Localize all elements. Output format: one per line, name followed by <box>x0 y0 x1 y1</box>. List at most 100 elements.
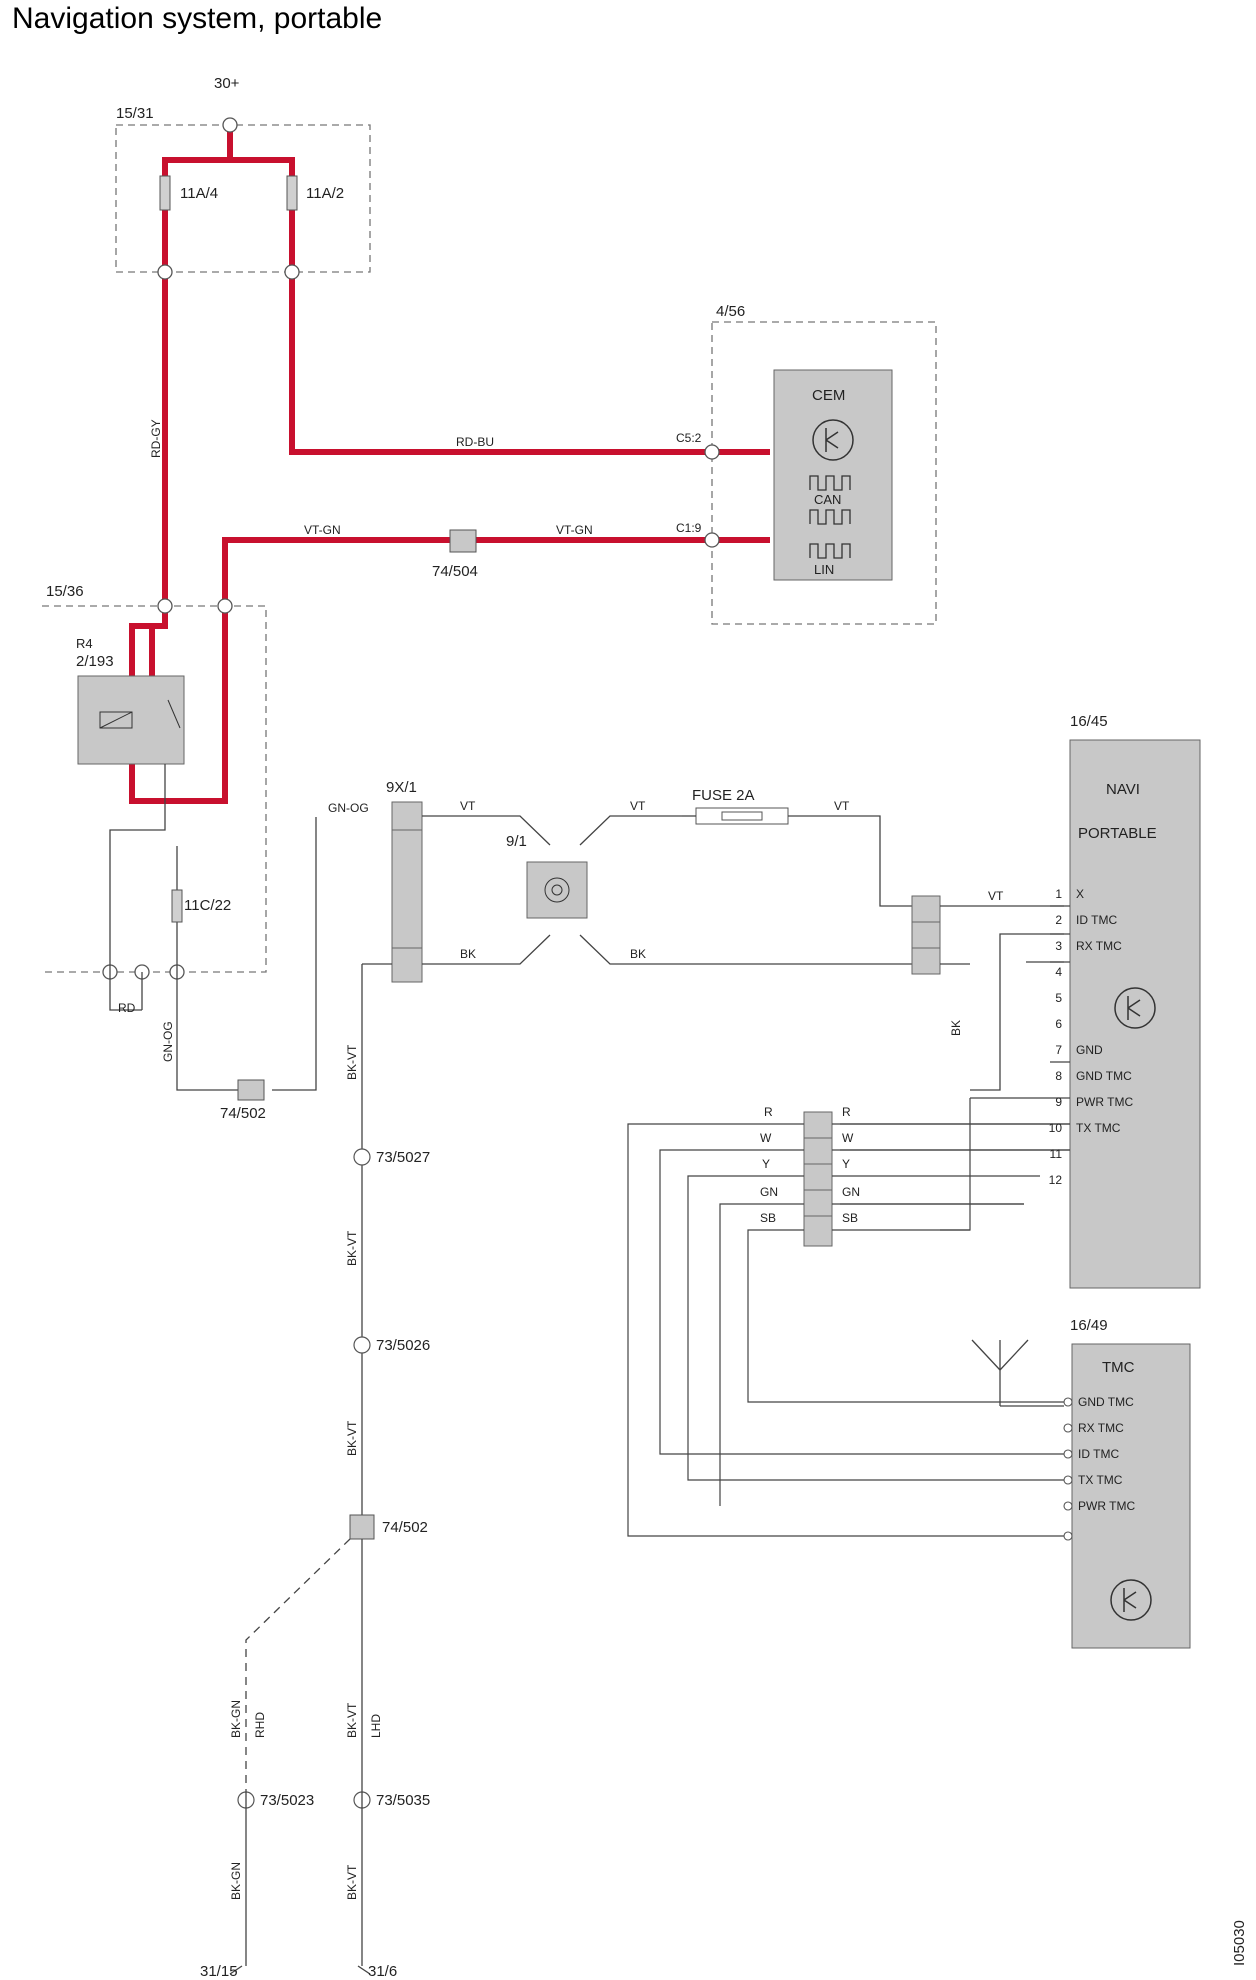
tmc-pin-label: ID TMC <box>1078 1447 1119 1461</box>
connector-9x1 <box>391 801 423 983</box>
wire-y-l: Y <box>762 1157 770 1171</box>
tmc-pin-label: TX TMC <box>1078 1473 1123 1487</box>
page-title: Navigation system, portable <box>12 2 383 35</box>
label-30plus: 30+ <box>214 75 240 92</box>
document-id: I05030 <box>1231 1920 1248 1966</box>
wire-bk-3: BK <box>949 1020 963 1036</box>
navi-pin-number: 2 <box>1055 913 1062 927</box>
fuse-11c22 <box>171 889 183 923</box>
label-74-502a: 74/502 <box>220 1105 266 1122</box>
label-navi: NAVI <box>1106 781 1140 798</box>
label-can: CAN <box>814 492 841 507</box>
label-fuse-2a: FUSE 2A <box>692 787 755 804</box>
wire-rd: RD <box>118 1001 136 1015</box>
wire-bk-vt-1: BK-VT <box>345 1044 359 1080</box>
wire-w-l: W <box>760 1131 772 1145</box>
wire-vt-gn-2: VT-GN <box>556 523 593 537</box>
navi-pin-label: GND TMC <box>1076 1069 1132 1083</box>
label-tmc: TMC <box>1102 1359 1135 1376</box>
junction-30plus <box>222 117 238 133</box>
connector-5pin <box>803 1111 833 1247</box>
navi-pin-number: 6 <box>1055 1017 1062 1031</box>
label-15-36: 15/36 <box>46 583 84 600</box>
wire-bk-vt-2: BK-VT <box>345 1230 359 1266</box>
label-15-31: 15/31 <box>116 105 154 122</box>
cem-module <box>773 369 893 581</box>
label-74-502b: 74/502 <box>382 1519 428 1536</box>
cem-box-border <box>711 321 937 625</box>
ground-icon <box>353 1336 371 1354</box>
fuse-bus-wire <box>162 157 295 272</box>
fuse-2a <box>695 807 789 825</box>
wire-rd-bu: RD-BU <box>456 435 494 449</box>
lin-signal-icon <box>809 543 851 559</box>
wire-sb-r: SB <box>842 1211 858 1225</box>
wire-bk-vt-5: BK-VT <box>345 1864 359 1900</box>
navi-pin-label: X <box>1076 887 1084 901</box>
wire-sb-l: SB <box>760 1211 776 1225</box>
navi-pin-number: 12 <box>1049 1173 1063 1187</box>
transistor-icon <box>1114 987 1156 1029</box>
label-73-5023: 73/5023 <box>260 1792 314 1809</box>
label-cem-pin-2: C1:9 <box>676 521 702 535</box>
label-16-49: 16/49 <box>1070 1317 1108 1334</box>
label-11c22: 11C/22 <box>184 897 231 914</box>
tmc-pin-label: RX TMC <box>1078 1421 1124 1435</box>
fuse-11a4 <box>159 175 171 211</box>
label-2-193: 2/193 <box>76 653 114 670</box>
wire-bk-vt-4: BK-VT <box>345 1702 359 1738</box>
wire-lhd: LHD <box>369 1714 383 1738</box>
rd-bu-wire <box>289 272 770 455</box>
wire-vt-4: VT <box>988 889 1004 903</box>
navi-portable-module <box>1069 739 1201 1289</box>
wire-bk-gn-2: BK-GN <box>229 1862 243 1900</box>
wire-gn-og-2: GN-OG <box>161 1021 175 1062</box>
label-74-504: 74/504 <box>432 563 478 580</box>
navi-pin-label: ID TMC <box>1076 913 1117 927</box>
transistor-icon <box>812 419 854 461</box>
connector-74-504 <box>449 529 477 553</box>
wire-rd-gy: RD-GY <box>149 419 163 458</box>
relay-box-border <box>42 605 267 973</box>
wire-bk-1: BK <box>460 947 476 961</box>
label-r4: R4 <box>76 636 93 651</box>
navi-pin-label: PWR TMC <box>1076 1095 1133 1109</box>
ground-icon <box>353 1148 371 1166</box>
wire-bk-gn-1: BK-GN <box>229 1700 243 1738</box>
navi-pin-number: 11 <box>1050 1147 1063 1161</box>
wire-gn-og-1: GN-OG <box>328 801 369 815</box>
navi-pin-number: 10 <box>1049 1121 1063 1135</box>
navi-pin-number: 9 <box>1055 1095 1062 1109</box>
antenna-icon <box>971 1339 1064 1407</box>
wire-rhd: RHD <box>253 1712 267 1738</box>
label-11a4: 11A/4 <box>180 185 218 202</box>
connector-3pin <box>911 895 941 975</box>
label-9x1: 9X/1 <box>386 779 417 796</box>
fuse-11a2 <box>286 175 298 211</box>
label-11a2: 11A/2 <box>306 185 344 202</box>
wire-vt-2: VT <box>630 799 646 813</box>
label-cem: CEM <box>812 387 845 404</box>
tmc-module <box>1071 1343 1191 1649</box>
label-16-45: 16/45 <box>1070 713 1108 730</box>
navi-pin-label: TX TMC <box>1076 1121 1121 1135</box>
wire-vt-3: VT <box>834 799 850 813</box>
wire-w-r: W <box>842 1131 854 1145</box>
wire-bk-vt-3: BK-VT <box>345 1420 359 1456</box>
label-31-15: 31/15 <box>200 1963 238 1980</box>
label-73-5035: 73/5035 <box>376 1792 430 1809</box>
label-73-5026: 73/5026 <box>376 1337 430 1354</box>
navi-pin-number: 1 <box>1055 887 1062 901</box>
label-73-5027: 73/5027 <box>376 1149 430 1166</box>
label-lin: LIN <box>814 562 834 577</box>
coax-9-1 <box>526 861 588 919</box>
wire-gn-l: GN <box>760 1185 778 1199</box>
tmc-pin-label: PWR TMC <box>1078 1499 1135 1513</box>
fuse-box-main-border <box>115 124 371 273</box>
wire-vt-gn-1: VT-GN <box>304 523 341 537</box>
navi-pin-label: GND <box>1076 1043 1103 1057</box>
navi-pin-number: 5 <box>1055 991 1062 1005</box>
wire-y-r: Y <box>842 1157 850 1171</box>
can-signal-icon <box>809 475 851 491</box>
